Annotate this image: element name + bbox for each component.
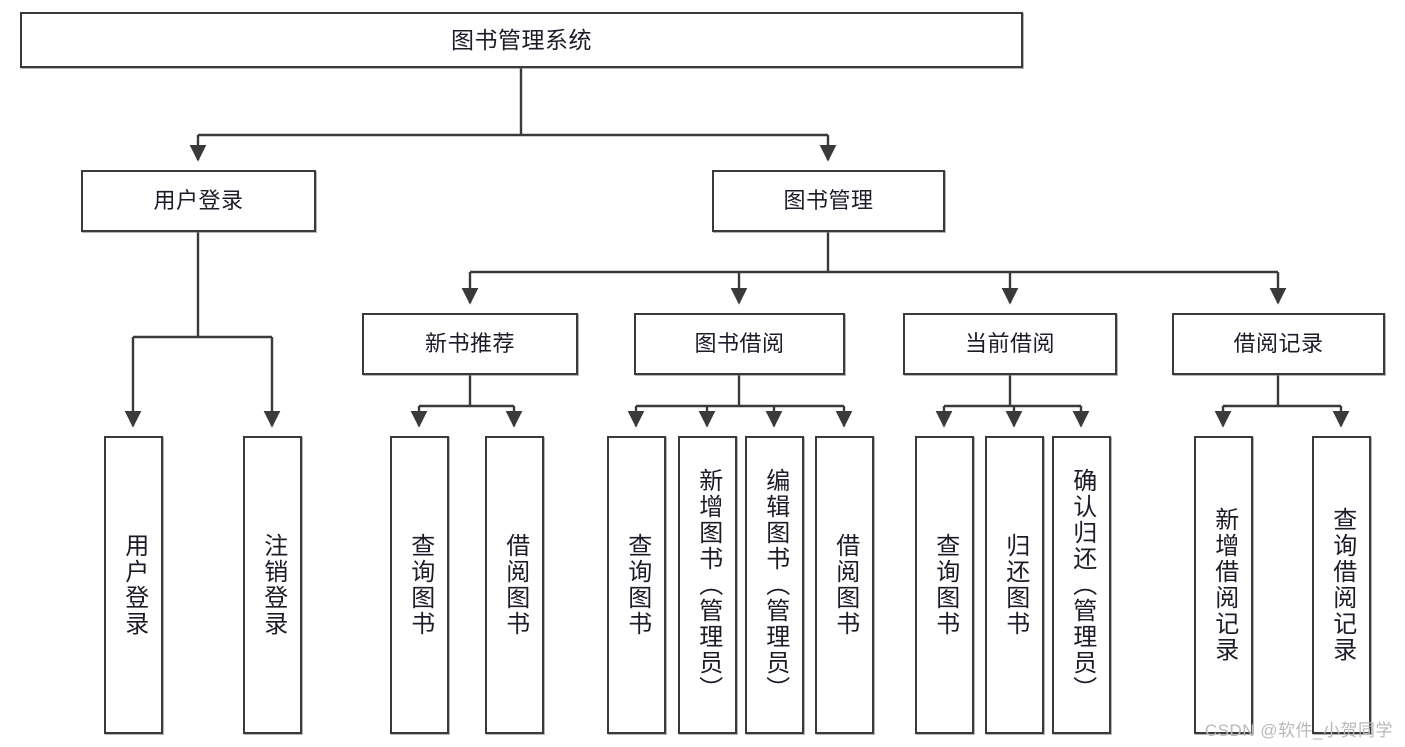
leaf-query-book-recommend[interactable]: 查询图书 [390, 436, 449, 734]
leaf-edit-book-admin[interactable]: 编辑图书（管理员） [745, 436, 804, 734]
node-label: 当前借阅 [964, 331, 1055, 357]
leaf-borrow-book-recommend[interactable]: 借阅图书 [485, 436, 544, 734]
node-label: 借阅图书 [831, 533, 859, 637]
node-book-borrow[interactable]: 图书借阅 [634, 313, 845, 375]
node-label: 新书推荐 [424, 331, 515, 357]
leaf-add-book-admin[interactable]: 新增图书（管理员） [678, 436, 737, 734]
node-label: 新增借阅记录 [1210, 507, 1238, 663]
node-label: 查询图书 [623, 533, 651, 637]
node-label: 用户登录 [153, 188, 244, 214]
node-label: 图书管理 [783, 188, 874, 214]
leaf-query-book-borrow[interactable]: 查询图书 [607, 436, 666, 734]
node-label: 用户登录 [120, 533, 148, 637]
node-current-borrow[interactable]: 当前借阅 [903, 313, 1117, 375]
leaf-return-book[interactable]: 归还图书 [985, 436, 1044, 734]
leaf-logout[interactable]: 注销登录 [243, 436, 302, 734]
leaf-borrow-book[interactable]: 借阅图书 [815, 436, 874, 734]
node-new-book-recommend[interactable]: 新书推荐 [362, 313, 578, 375]
node-label: 图书借阅 [694, 331, 785, 357]
leaf-query-book-current[interactable]: 查询图书 [915, 436, 974, 734]
node-user-login[interactable]: 用户登录 [81, 170, 316, 232]
leaf-user-login[interactable]: 用户登录 [104, 436, 163, 734]
node-label: 归还图书 [1001, 533, 1029, 637]
node-label: 查询图书 [931, 533, 959, 637]
node-label: 查询借阅记录 [1328, 507, 1356, 663]
node-label: 图书管理系统 [451, 26, 592, 53]
node-book-management[interactable]: 图书管理 [712, 170, 945, 232]
node-borrow-record[interactable]: 借阅记录 [1172, 313, 1385, 375]
node-label: 借阅记录 [1233, 331, 1324, 357]
leaf-add-borrow-record[interactable]: 新增借阅记录 [1194, 436, 1253, 734]
node-label: 借阅图书 [501, 533, 529, 637]
node-label: 编辑图书（管理员） [761, 468, 789, 702]
node-label: 查询图书 [406, 533, 434, 637]
node-root-system[interactable]: 图书管理系统 [20, 12, 1023, 68]
node-label: 确认归还（管理员） [1068, 468, 1096, 702]
leaf-confirm-return-admin[interactable]: 确认归还（管理员） [1052, 436, 1111, 734]
node-label: 新增图书（管理员） [694, 468, 722, 702]
leaf-query-borrow-record[interactable]: 查询借阅记录 [1312, 436, 1371, 734]
node-label: 注销登录 [259, 533, 287, 637]
